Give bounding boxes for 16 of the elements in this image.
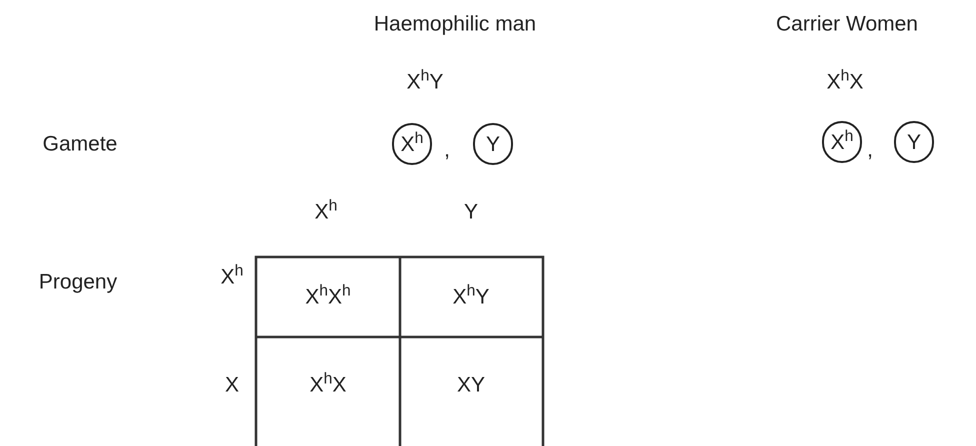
row-label: Gamete [42, 134, 118, 154]
heading: Carrier Women [776, 14, 918, 34]
genotype: X$^{h}$X [310, 374, 346, 396]
genotype: X$^{h}$Y [452, 286, 490, 308]
genotype: X$^{h}$Y [406, 72, 444, 92]
row-header: X [225, 374, 239, 396]
comma: , [444, 140, 450, 160]
column-header: X$^{h}$ [314, 202, 338, 222]
row-header: X$^{h}$ [220, 266, 244, 288]
comma: , [867, 140, 873, 160]
row-label: Progeny [38, 272, 118, 292]
column-header: Y [464, 202, 478, 222]
genotype: XY [457, 374, 485, 396]
genotype: X$^{h}$X [826, 72, 864, 92]
heading: Haemophilic man [374, 14, 536, 34]
genotype: X$^{h}$X$^{h}$ [305, 286, 351, 308]
